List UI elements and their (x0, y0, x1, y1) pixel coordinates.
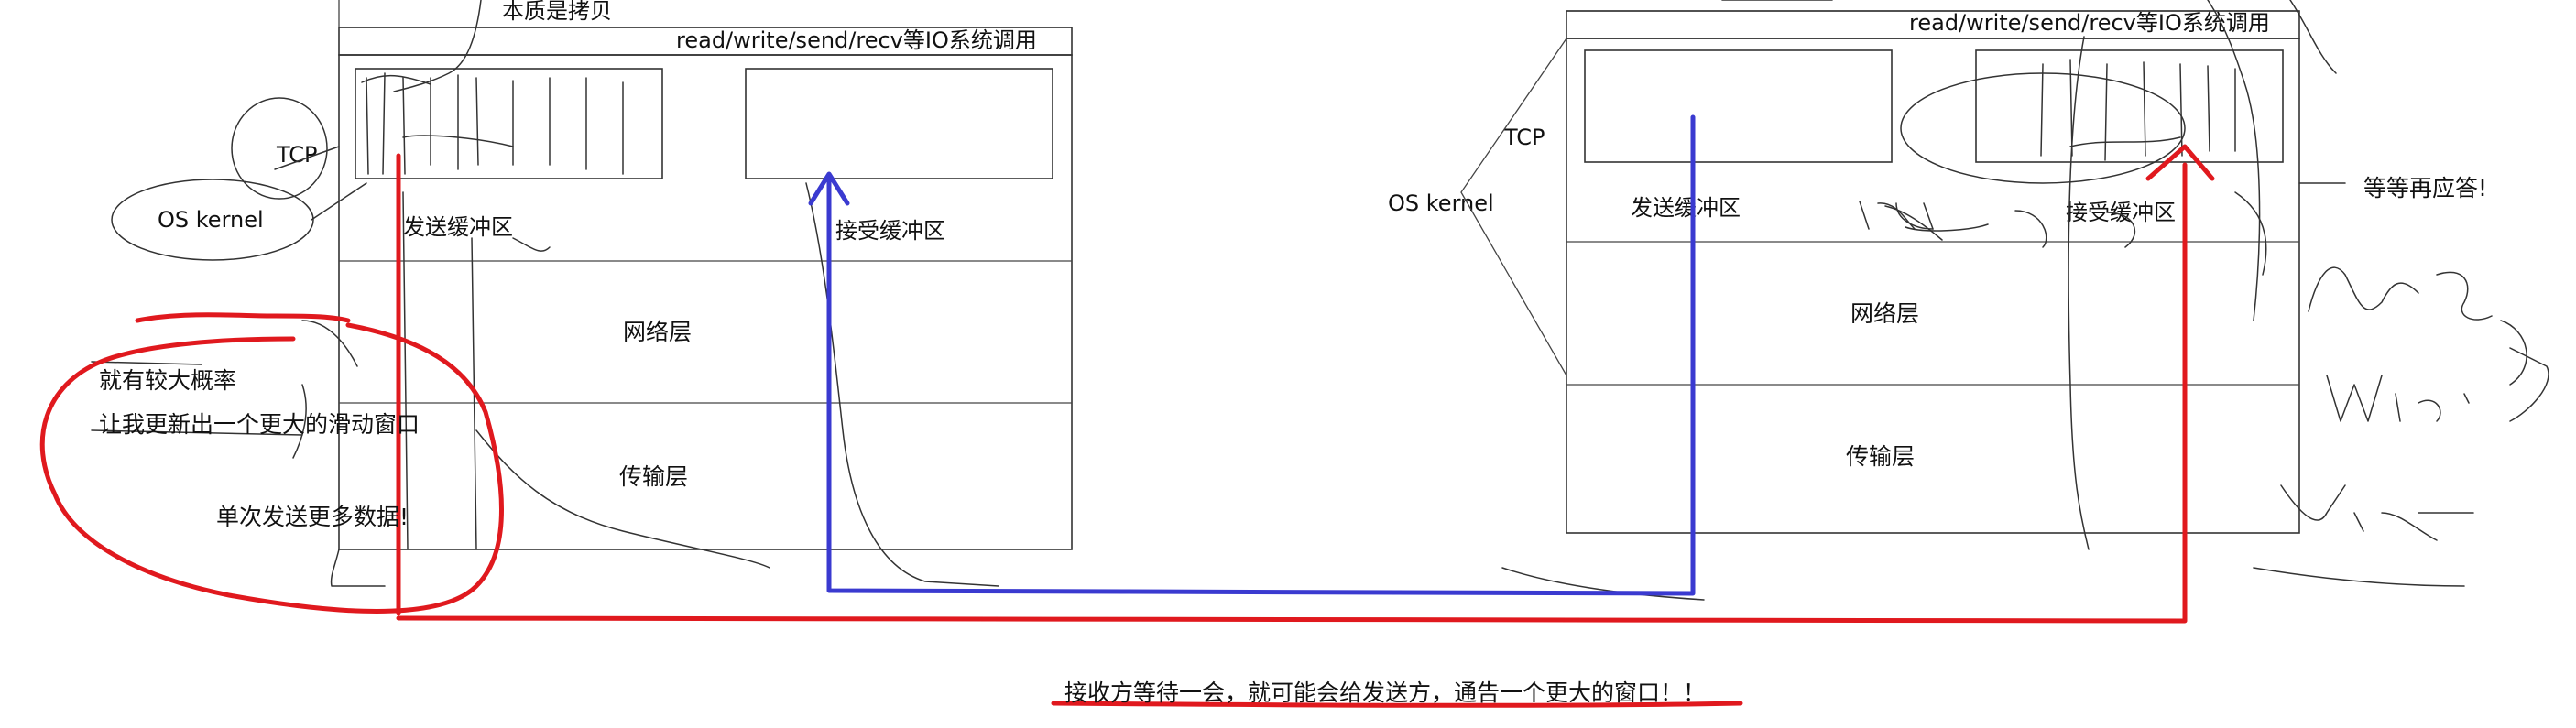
left-recv-buffer (745, 68, 1053, 179)
annotation-wait-reply: 等等再应答! (2363, 175, 2487, 201)
red-underline-bottom (1051, 701, 1743, 708)
right-network-layer-label: 网络层 (1850, 300, 1919, 327)
annotation-bottom-note: 接收方等待一会，就可能会给发送方，通告一个更大的窗口！！ (1064, 679, 1706, 706)
blue-arrowhead (808, 171, 850, 206)
red-return-path (396, 162, 2188, 624)
right-syscall-label: read/write/send/recv等IO系统调用 (1909, 10, 2270, 36)
left-recv-buffer-label: 接受缓冲区 (835, 218, 945, 244)
right-host-scribbles (1460, 0, 2346, 601)
left-network-layer-label: 网络层 (623, 319, 692, 345)
left-top-label: 本质是拷贝 (502, 0, 612, 24)
annotation-bigger-window: 让我更新出一个更大的滑动窗口 (99, 411, 420, 438)
blue-data-path (808, 114, 1696, 596)
blue-path (826, 114, 1696, 596)
right-send-buffer (1584, 49, 1893, 163)
right-kernel-box (1566, 38, 2300, 534)
left-host-scribbles (91, 0, 999, 587)
right-host: read/write/send/recv等IO系统调用 发送缓冲区 接受缓冲区 … (1388, 0, 2346, 601)
red-arrowhead-right (2145, 144, 2215, 181)
annotation-send-more: 单次发送更多数据! (216, 504, 409, 530)
right-tcp-label: TCP (1503, 125, 1545, 150)
right-send-buffer-label: 发送缓冲区 (1631, 195, 1741, 221)
receiver-side-scribble (1859, 201, 2136, 248)
handwritten-ack-note (2253, 266, 2549, 587)
left-transport-layer-label: 传输层 (619, 463, 688, 490)
left-send-buffer-data-scribble (361, 72, 624, 175)
left-os-kernel-label: OS kernel (158, 207, 264, 233)
right-os-kernel-label: OS kernel (1388, 190, 1494, 216)
right-recv-buffer (1975, 49, 2284, 163)
annotation-probability: 就有较大概率 (99, 367, 236, 394)
left-send-buffer (355, 68, 663, 179)
left-send-buffer-label: 发送缓冲区 (403, 214, 513, 240)
right-transport-layer-label: 传输层 (1846, 443, 1915, 470)
left-kernel-box (338, 54, 1073, 550)
right-recv-buffer-data-scribble (1900, 59, 2236, 184)
right-recv-buffer-label: 接受缓冲区 (2066, 200, 2176, 225)
red-circle-left (39, 322, 504, 614)
left-tcp-label: TCP (276, 142, 317, 168)
red-annotations (39, 144, 2215, 708)
left-host: 本质是拷贝 read/write/send/recv等IO系统调用 发送缓冲区 … (91, 0, 1073, 587)
left-syscall-label: read/write/send/recv等IO系统调用 (676, 27, 1037, 53)
red-underline-top (135, 312, 351, 323)
